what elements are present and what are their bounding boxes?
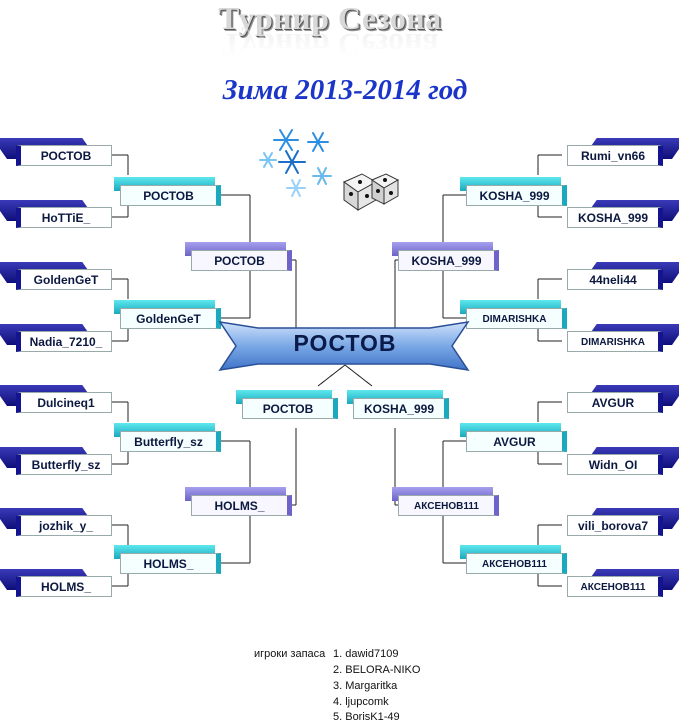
reserve-player-3: 3. Margaritka [333,680,398,692]
dice-icon [342,173,400,211]
right-round1-slot-4: DIMARISHKA [567,324,679,352]
left-round1-slot-6: Butterfly_sz [0,447,112,475]
right-round1-slot-3: 44neli44 [567,262,679,290]
right-round3-slot-1: KOSHA_999 [392,242,499,271]
right-round2-slot-4: АКСЕНОВ111 [460,545,567,574]
reserve-player-4: 4. ljupcomk [333,696,389,708]
reserve-player-5: 5. BorisK1-49 [333,711,400,723]
left-round3-slot-2: HOLMS_ [185,487,292,516]
left-round2-slot-2: GoldenGeT [114,300,221,329]
season-subtitle: Зима 2013-2014 год [222,74,468,106]
left-round1-slot-5: Dulcineq1 [0,385,112,413]
left-round1-slot-7: jozhik_y_ [0,508,112,536]
left-finalist: РОСТОВ [236,390,338,419]
left-round1-slot-1: РОСТОВ [0,138,112,166]
right-round1-slot-2: KOSHA_999 [567,200,679,228]
right-round2-slot-1: KOSHA_999 [460,177,567,206]
right-round1-slot-7: vili_borova7 [567,508,679,536]
left-round1-slot-2: HoTTiE_ [0,200,112,228]
left-round1-slot-8: HOLMS_ [0,569,112,597]
right-round2-slot-2: DIMARISHKA [460,300,567,329]
left-round1-slot-4: Nadia_7210_ [0,324,112,352]
right-round3-slot-2: АКСЕНОВ111 [392,487,499,516]
tournament-title-reflection: Турнир Сезона [221,27,439,63]
snowflakes-icon [259,129,332,197]
right-round1-slot-1: Rumi_vn66 [567,138,679,166]
champion-banner [218,320,470,372]
tournament-title: Турнир Сезона [218,0,442,36]
left-round2-slot-1: РОСТОВ [114,177,221,206]
right-round1-slot-5: AVGUR [567,385,679,413]
left-round2-slot-4: HOLMS_ [114,545,221,574]
left-round1-slot-3: GoldenGeT [0,262,112,290]
right-round1-slot-8: АКСЕНОВ111 [567,569,679,597]
reserve-players-label: игроки запаса [254,648,326,660]
champion-name: РОСТОВ [293,330,397,356]
right-round2-slot-3: AVGUR [460,423,567,452]
right-finalist: KOSHA_999 [347,390,449,419]
left-round2-slot-3: Butterfly_sz [114,423,221,452]
left-round3-slot-1: РОСТОВ [185,242,292,271]
reserve-player-1: 1. dawid7109 [333,648,399,660]
reserve-player-2: 2. BELORA-NIKO [333,664,421,676]
right-round1-slot-6: Widn_OI [567,447,679,475]
